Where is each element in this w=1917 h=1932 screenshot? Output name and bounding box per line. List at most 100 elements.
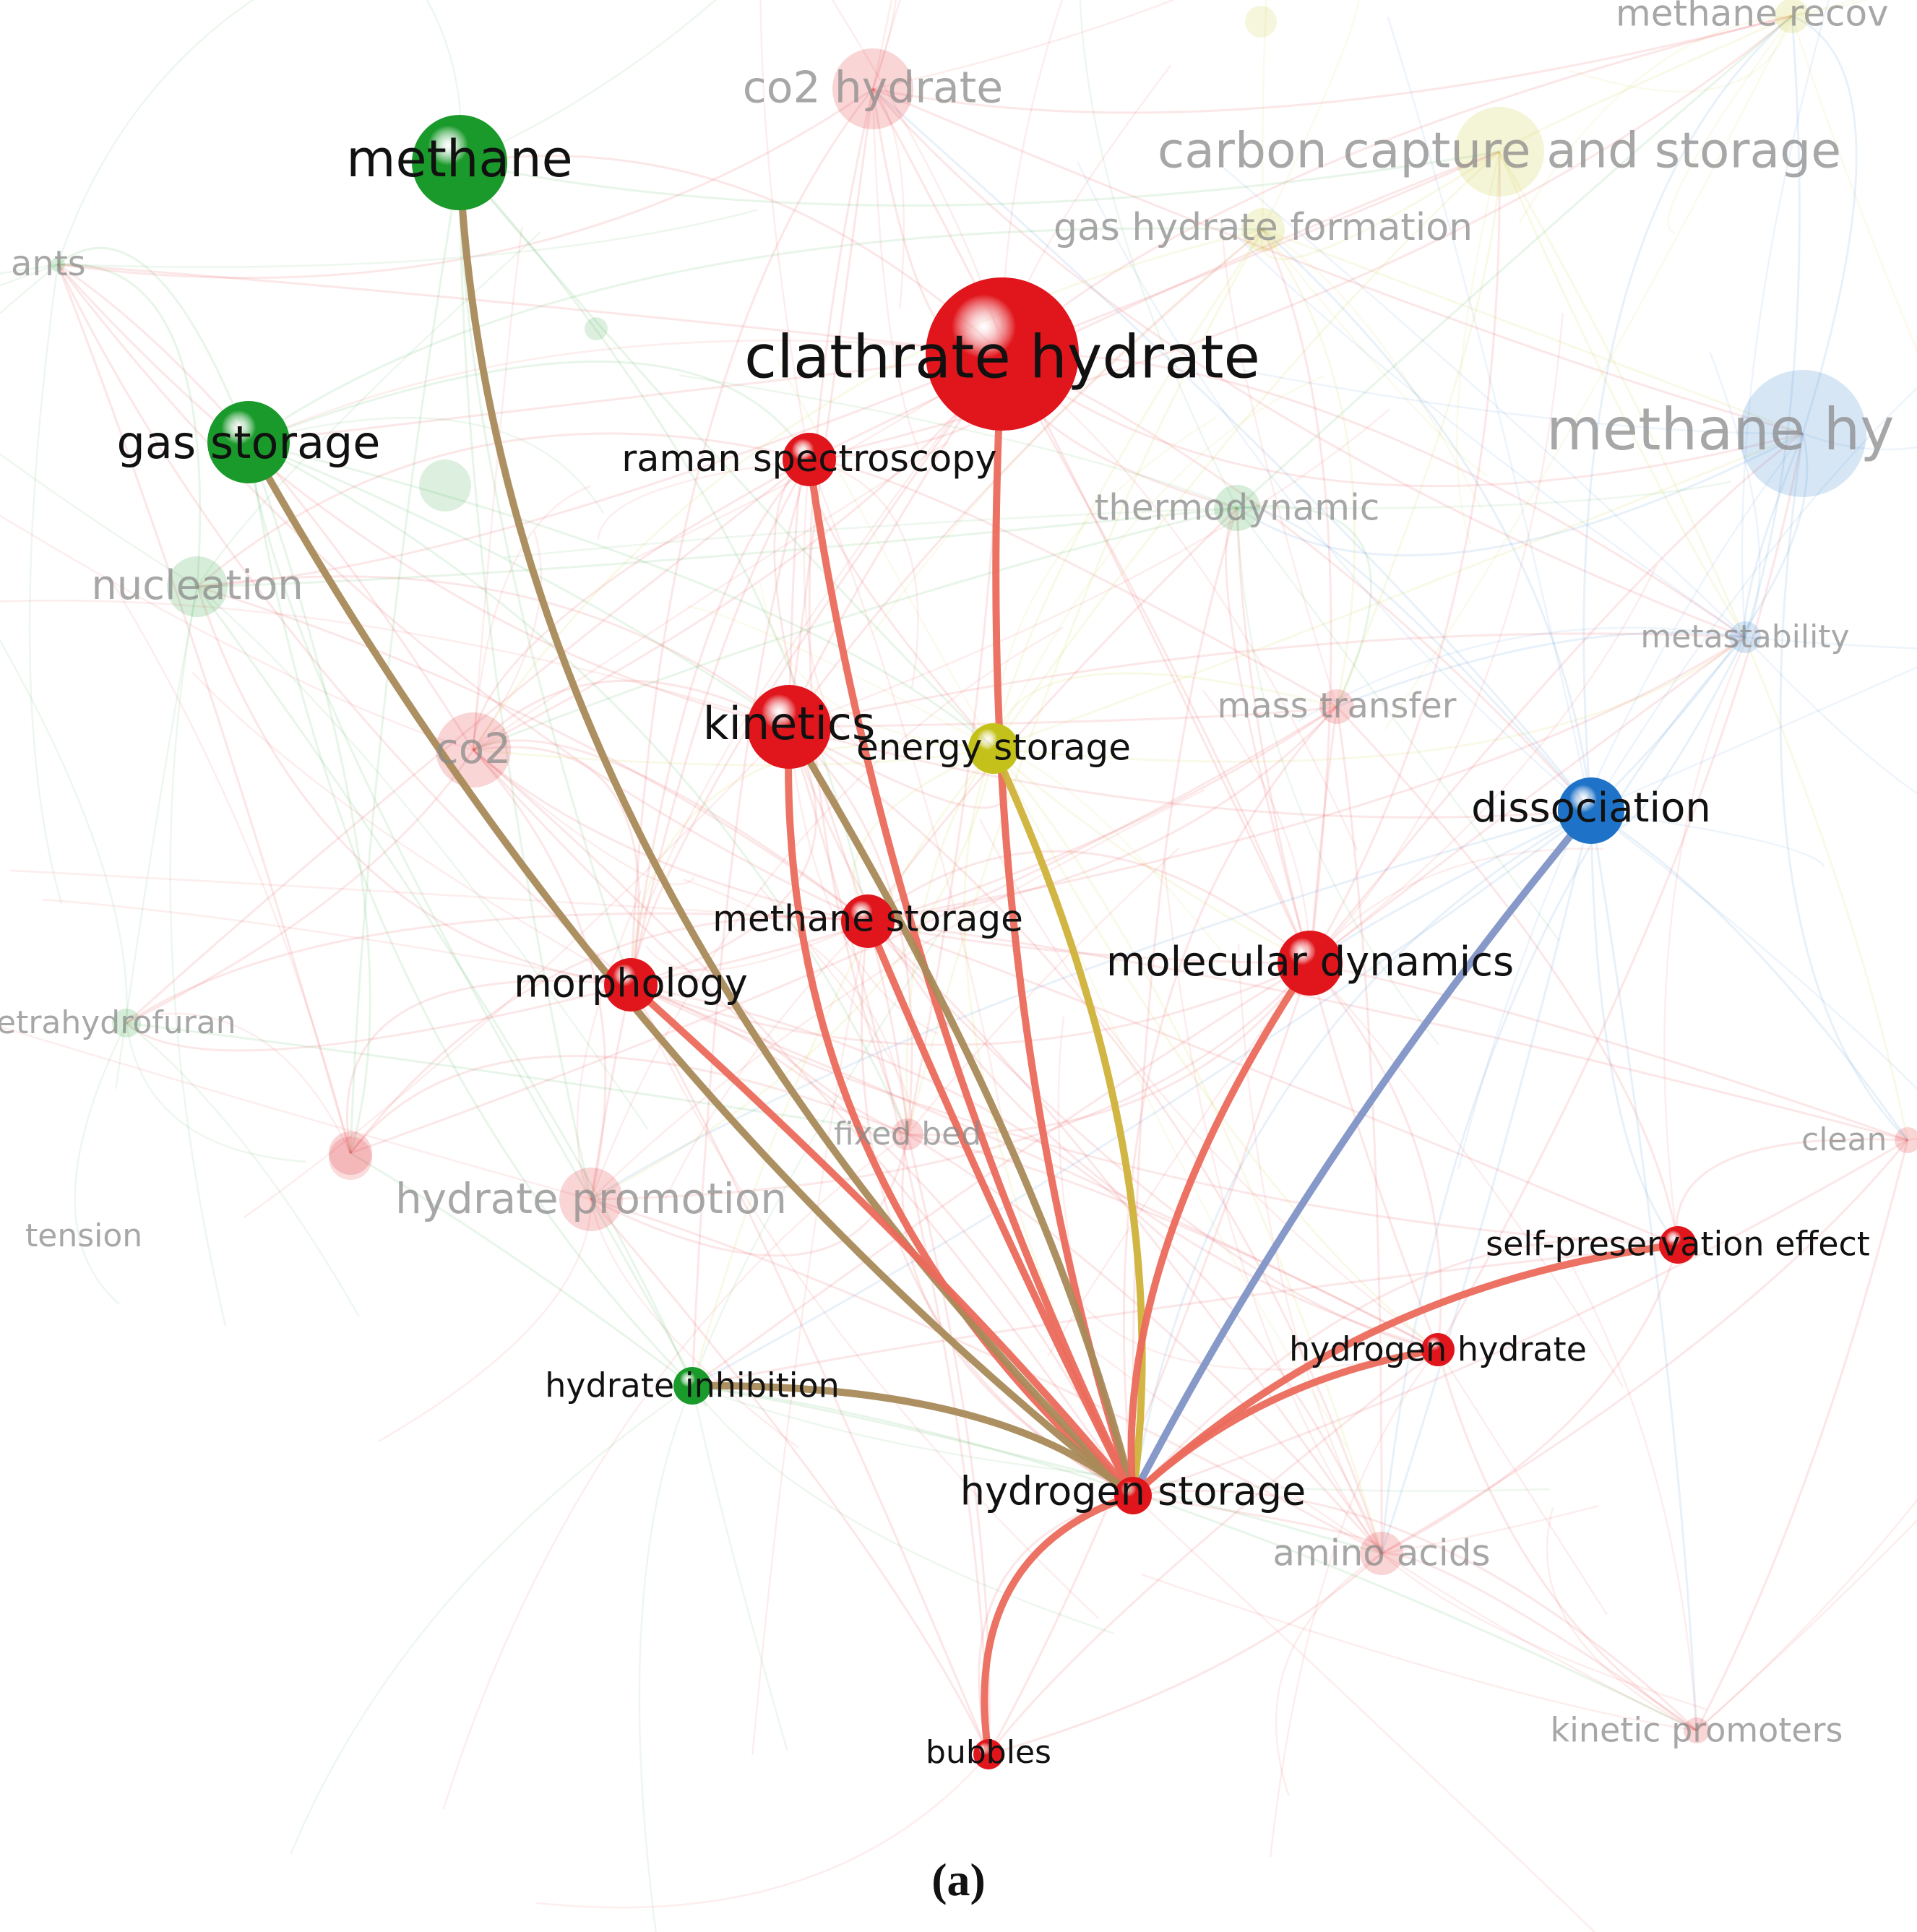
label-hydrate-inhibition: hydrate inhibition: [545, 1366, 840, 1405]
background-strand: [1518, 14, 1793, 224]
background-link: [248, 353, 1003, 444]
node-ants[interactable]: [51, 257, 65, 272]
background-strand: [0, 639, 128, 1024]
background-link: [1381, 1139, 1909, 1555]
node-carbon-capture-and-storage[interactable]: [1455, 107, 1544, 197]
background-link: [57, 246, 250, 443]
link-hydrogen-storage-methane: [456, 159, 1137, 1499]
label-methane: methane: [346, 129, 572, 189]
background-strand: [473, 749, 695, 886]
background-strand: [1220, 219, 1338, 707]
background-strand: [1261, 0, 1267, 230]
background-link: [1132, 1139, 1908, 1497]
node-molecular-dynamics[interactable]: [1278, 931, 1343, 996]
background-strand: [0, 452, 198, 588]
background-link: [1380, 810, 1593, 1554]
node-methane[interactable]: [412, 115, 507, 210]
background-link: [992, 229, 1265, 749]
background-strand: [1163, 861, 1383, 1554]
background-strand: [197, 586, 649, 1131]
node-amino-acids[interactable]: [1360, 1532, 1403, 1575]
background-strand: [196, 231, 541, 587]
background-strand: [125, 1022, 307, 1163]
node-hydrate-promotion[interactable]: [559, 1168, 623, 1231]
node-self-preservation-effect[interactable]: [1659, 1226, 1697, 1264]
background-link: [56, 264, 869, 923]
background-strand: [1237, 944, 1383, 1554]
background-link: [1791, 14, 1858, 434]
node-methane-recovery[interactable]: [1775, 0, 1809, 33]
node-clathrate-hydrate[interactable]: [926, 277, 1079, 431]
node-tetrahydrofuran[interactable]: [112, 1009, 141, 1038]
background-strand: [108, 576, 352, 1154]
background-link: [1001, 353, 1311, 964]
background-strand: [379, 1199, 593, 1442]
background-link: [197, 585, 869, 923]
node-thermodynamic[interactable]: [1214, 485, 1260, 531]
node-raman-spectroscopy[interactable]: [783, 433, 836, 486]
link-hydrogen-storage-energy-storage: [990, 745, 1146, 1499]
node-energy-storage[interactable]: [968, 723, 1019, 774]
background-link: [473, 749, 1134, 1496]
background-strand: [504, 506, 1238, 559]
node-kinetic-promoters[interactable]: [1684, 1717, 1710, 1743]
link-hydrogen-storage-kinetics: [785, 723, 1137, 1499]
background-strand: [1384, 15, 1793, 730]
background-link: [1132, 1238, 1679, 1497]
link-hydrogen-storage-hydrate-inhibition: [689, 1381, 1137, 1499]
background-link: [907, 1133, 1439, 1351]
node-methane-storage[interactable]: [841, 894, 895, 948]
background-strand: [0, 514, 474, 751]
background-link: [472, 749, 607, 1200]
node-clean[interactable]: [1895, 1127, 1917, 1153]
node-hydrogen-hydrate[interactable]: [1421, 1333, 1455, 1366]
node-hydrate-inhibition[interactable]: [673, 1367, 711, 1405]
background-link: [788, 632, 1746, 728]
background-link: [473, 749, 1311, 965]
background-link: [906, 229, 1265, 1135]
link-hydrogen-storage-dissociation: [1129, 807, 1595, 1499]
background-strand: [1262, 228, 1482, 509]
node-bubbles[interactable]: [973, 1739, 1004, 1769]
node-hydrogen-storage[interactable]: [1114, 1477, 1152, 1514]
node-nucleation[interactable]: [167, 556, 228, 617]
label-gas-storage: gas storage: [117, 416, 381, 469]
background-link: [197, 506, 1238, 588]
node-morphology[interactable]: [604, 958, 658, 1012]
background-link: [248, 227, 1264, 444]
background-link: [788, 705, 1337, 728]
label-methane-recovery: methane recov: [1616, 0, 1889, 35]
node-kinetics[interactable]: [747, 685, 831, 769]
node-metastability[interactable]: [1729, 621, 1761, 653]
background-link: [247, 441, 371, 1154]
background-link: [1309, 706, 1338, 964]
node-fixed-bed[interactable]: [892, 1118, 923, 1150]
background-strand: [57, 209, 758, 268]
background-link: [349, 915, 869, 1154]
background-strand: [576, 889, 642, 1200]
background-strand: [1141, 1573, 1697, 1732]
node-gas-storage[interactable]: [207, 401, 290, 483]
background-strand: [1387, 17, 1593, 811]
background-link: [590, 748, 995, 1201]
node-methane-hydrate[interactable]: [1739, 370, 1866, 497]
node-mass-transfer[interactable]: [1319, 689, 1354, 724]
node-tension[interactable]: [329, 1131, 372, 1175]
label-gas-hydrate-formation: gas hydrate formation: [1054, 206, 1473, 249]
background-strand: [1236, 507, 1440, 1045]
background-strand: [788, 408, 1390, 728]
label-hydrogen-storage: hydrogen storage: [960, 1469, 1306, 1514]
background-link: [248, 441, 994, 750]
background-strand: [244, 726, 790, 1218]
node-gas-hydrate-formation[interactable]: [1241, 208, 1285, 251]
background-link: [1001, 353, 1746, 639]
background-strand: [1744, 636, 1917, 650]
link-hydrogen-storage-gas-storage: [245, 439, 1137, 1499]
background-link: [590, 809, 1592, 1201]
node-co2-hydrate[interactable]: [832, 48, 913, 129]
background-link: [1001, 14, 1793, 355]
background-link: [350, 1152, 693, 1387]
node-dissociation[interactable]: [1558, 777, 1624, 844]
background-link: [692, 1384, 1697, 1732]
label-co2-hydrate: co2 hydrate: [743, 63, 1003, 113]
